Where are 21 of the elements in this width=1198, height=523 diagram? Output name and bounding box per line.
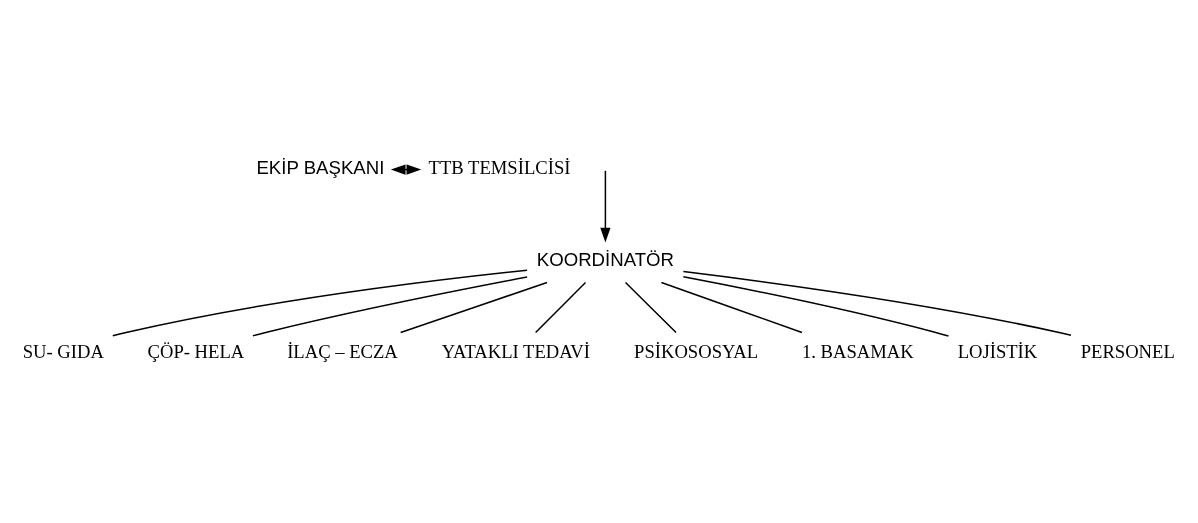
connector: [112, 269, 528, 337]
connector: [534, 281, 587, 334]
node-text: İLAÇ – ECZA: [287, 340, 398, 362]
connector: [660, 281, 803, 334]
node-text: 1. BASAMAK: [802, 340, 914, 362]
node-text: ÇÖP- HELA: [147, 340, 245, 362]
connector: [682, 270, 1072, 337]
node-text: TTB TEMSİLCİSİ: [428, 157, 571, 179]
node-text: EKİP BAŞKANI: [256, 157, 385, 179]
node-text: LOJİSTİK: [957, 340, 1038, 362]
node-text: PERSONEL: [1080, 340, 1175, 362]
connector: [624, 281, 677, 334]
node-text: SU- GIDA: [22, 340, 104, 362]
connector: [399, 281, 548, 334]
node-text: PSİKOSOSYAL: [634, 340, 759, 362]
node-text: YATAKLI TEDAVİ: [441, 340, 590, 362]
connector: [682, 276, 950, 337]
node-text: KOORDİNATÖR: [536, 248, 674, 270]
connector: [252, 276, 528, 337]
arrow: [390, 164, 422, 175]
arrow: [600, 170, 611, 243]
